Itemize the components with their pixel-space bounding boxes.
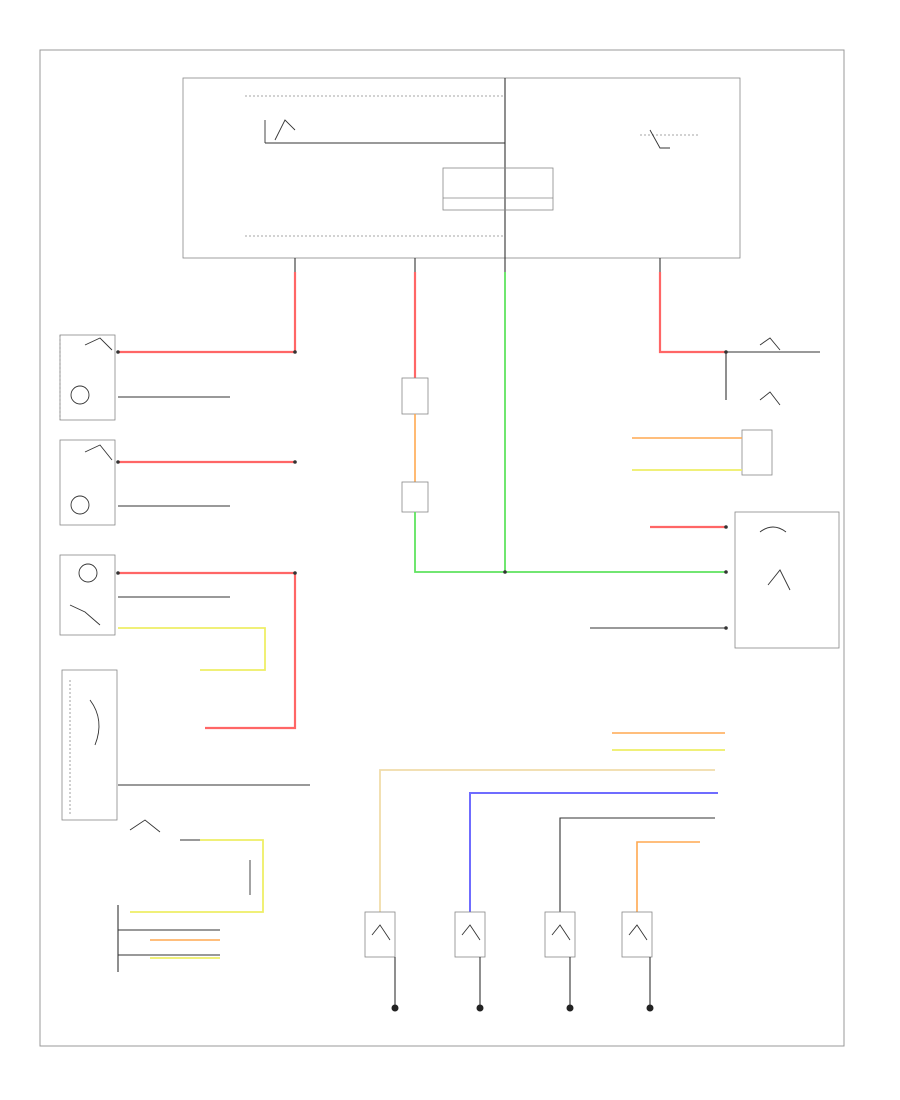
door-switch-2 bbox=[454, 911, 486, 1012]
door-switch-1 bbox=[364, 911, 399, 1012]
diagram-frame bbox=[39, 49, 845, 1047]
right-door-lamp-assembly bbox=[59, 439, 116, 526]
wire-green-center bbox=[414, 512, 726, 573]
wire-yellow-l2 bbox=[130, 839, 264, 913]
center-relay-box bbox=[401, 481, 429, 513]
door-switch-right bbox=[725, 337, 820, 406]
center-fuse-box bbox=[401, 377, 429, 415]
lock-actuator bbox=[741, 429, 773, 476]
wire-red-left-3 bbox=[118, 571, 297, 730]
wire-tan-lr bbox=[379, 769, 715, 912]
dome-lamp-assembly bbox=[61, 669, 118, 821]
wire-yellow-l1 bbox=[118, 627, 266, 671]
body-control-module bbox=[182, 77, 741, 259]
trunk-lamp-assembly bbox=[59, 554, 116, 636]
wire-red-left-1 bbox=[118, 272, 297, 354]
door-switch-3 bbox=[544, 911, 576, 1012]
connector-dots bbox=[116, 350, 728, 630]
wire-blue-lr bbox=[469, 792, 718, 912]
door-switch-4 bbox=[621, 911, 654, 1012]
module-inner-block bbox=[442, 167, 554, 211]
overhead-console-switch bbox=[129, 819, 251, 895]
module-connector-pins bbox=[294, 258, 661, 272]
left-door-lamp-assembly bbox=[59, 334, 116, 421]
wire-orange-lr-2 bbox=[636, 841, 700, 912]
wire-red-right bbox=[658, 272, 726, 354]
ignition-switch-block bbox=[117, 905, 220, 972]
wire-gray-lr bbox=[559, 817, 715, 912]
instrument-cluster bbox=[734, 511, 840, 649]
